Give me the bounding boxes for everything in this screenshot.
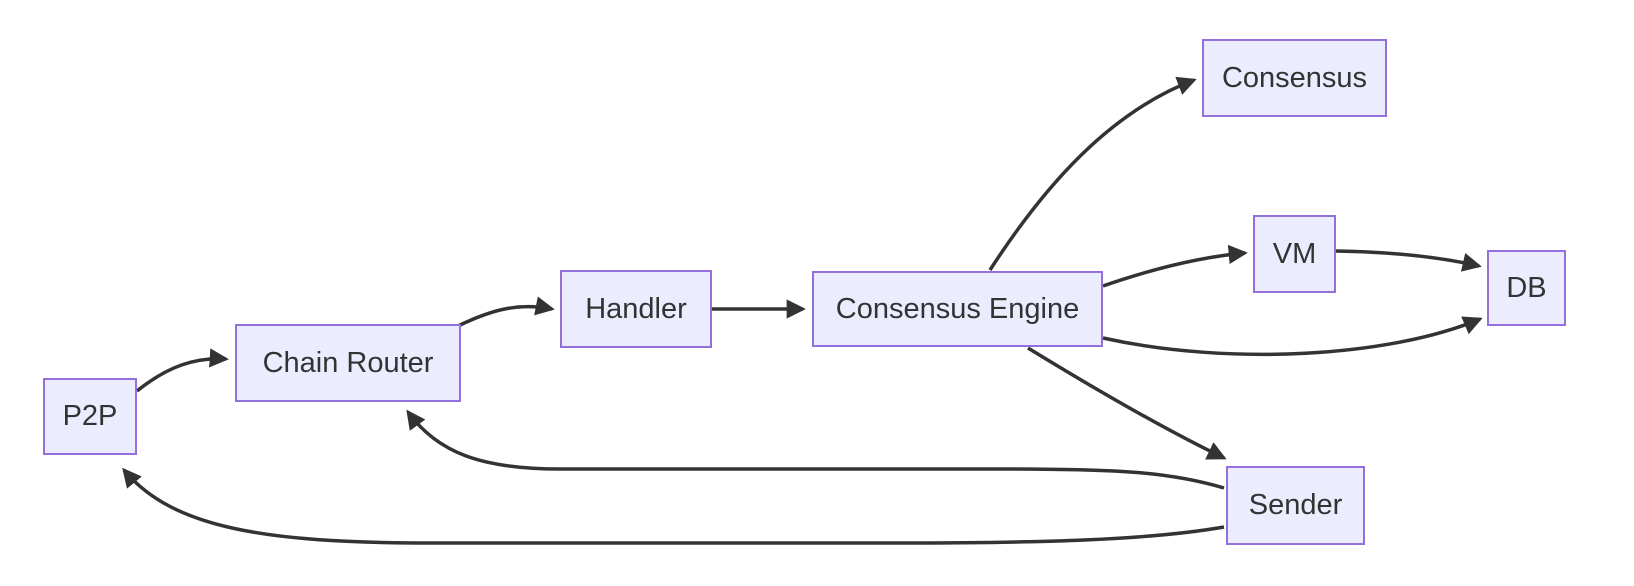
node-consensus-engine-label: Consensus Engine (835, 292, 1080, 325)
node-consensus-label: Consensus (1221, 61, 1368, 94)
edge-chain-router-to-handler (457, 296, 555, 328)
node-handler-label: Handler (585, 292, 687, 325)
edge-consensus-engine-to-db (1102, 316, 1483, 357)
edge-vm-to-db (1335, 249, 1482, 272)
edge-sender-to-p2p (122, 467, 1225, 545)
edge-consensus-engine-to-consensus (988, 76, 1197, 271)
node-db: DB (1487, 250, 1566, 326)
edge-sender-to-chain-router (406, 409, 1225, 490)
node-chain-router-label: Chain Router (262, 346, 434, 379)
edge-p2p-to-chain-router (135, 348, 229, 393)
node-p2p: P2P (43, 378, 137, 455)
node-p2p-label: P2P (62, 400, 118, 432)
node-sender-label: Sender (1248, 489, 1343, 521)
node-vm-label: VM (1272, 237, 1317, 270)
node-consensus: Consensus (1202, 39, 1387, 117)
node-db-label: DB (1506, 271, 1547, 304)
node-vm: VM (1253, 215, 1336, 293)
node-sender: Sender (1226, 466, 1365, 545)
edge-consensus-engine-to-vm (1102, 244, 1248, 288)
node-handler: Handler (560, 270, 712, 348)
edge-consensus-engine-to-sender (1027, 346, 1227, 460)
node-consensus-engine: Consensus Engine (812, 271, 1103, 347)
node-chain-router: Chain Router (235, 324, 461, 402)
